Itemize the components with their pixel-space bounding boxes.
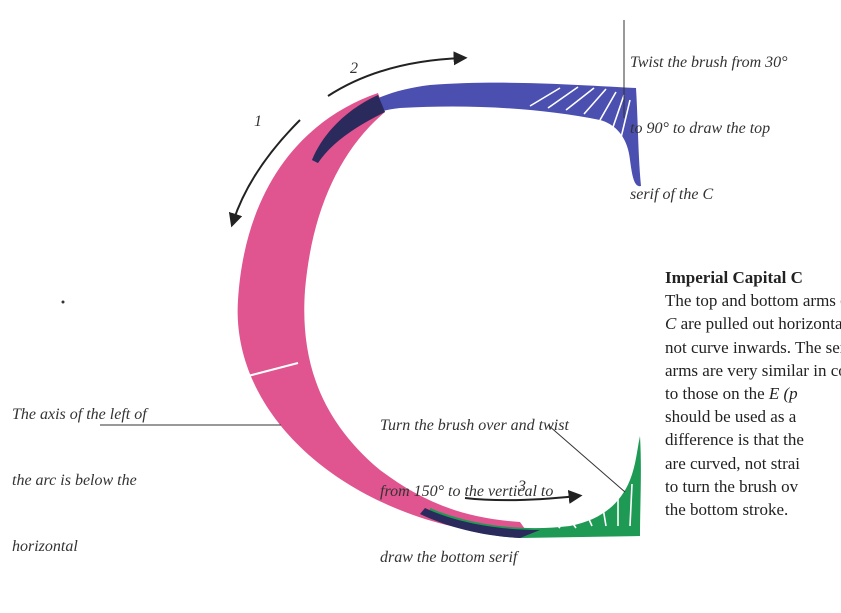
- hatch-line: [583, 507, 593, 527]
- annotation-line: The axis of the left of: [12, 406, 147, 423]
- body-line-text: the bottom stroke.: [665, 500, 789, 520]
- hatch-line: [629, 483, 633, 527]
- body-line: The top and bottom arms of the: [665, 289, 841, 312]
- green-bottom-stroke: [430, 436, 641, 538]
- hatch-line: [547, 515, 561, 529]
- blue-top-stroke: [312, 82, 641, 187]
- leader-bottom-serif: [547, 424, 626, 493]
- body-line-italic: E (p: [768, 384, 798, 404]
- body-line: are curved, not strai: [665, 452, 841, 475]
- annotation-left-axis: The axis of the left of the arc is below…: [12, 360, 147, 602]
- pink-arc-stroke: [237, 93, 530, 536]
- hatch-line: [529, 87, 561, 107]
- annotation-bottom-serif: Turn the brush over and twist from 150° …: [380, 371, 569, 613]
- body-line: not curve inwards. The serifs on the: [665, 336, 841, 359]
- step-number-3: 3: [518, 478, 526, 495]
- arrow-step-1: [228, 119, 301, 228]
- annotation-line: Turn the brush over and twist: [380, 417, 569, 434]
- bottom-serif-hatching: [547, 483, 633, 529]
- annotation-line: draw the bottom serif: [380, 549, 518, 566]
- body-line-text: are curved, not strai: [665, 453, 800, 473]
- annotation-line: to 90° to draw the top: [630, 120, 771, 137]
- body-line-text: difference is that the: [665, 430, 804, 450]
- letter-c-illustration: [61, 20, 641, 538]
- body-line: arms are very similar in construction: [665, 359, 841, 382]
- hatch-line: [611, 94, 625, 131]
- hatch-line: [599, 91, 617, 121]
- body-line: should be used as a: [665, 405, 841, 428]
- body-line-text: are pulled out horizontally and do: [680, 314, 841, 334]
- step-number-2: 2: [350, 60, 358, 77]
- letter-c-diagram: 1 2 3 Twist the brush from 30° to 90° to…: [12, 8, 841, 566]
- arrow-step-2: [327, 51, 468, 97]
- hatch-line: [547, 86, 579, 109]
- body-line: to those on the E (p: [665, 382, 841, 405]
- top-serif-hatching: [529, 86, 631, 143]
- annotation-top-serif: Twist the brush from 30° to 90° to draw …: [630, 8, 788, 250]
- stray-dot: [61, 300, 65, 304]
- body-line-text: arms are very similar in construction: [665, 360, 841, 380]
- top-overlap-shade: [312, 95, 385, 163]
- body-line-text: should be used as a: [665, 407, 797, 427]
- body-line: to turn the brush ov: [665, 475, 841, 498]
- annotation-line: from 150° to the vertical to: [380, 483, 554, 500]
- annotation-line: horizontal: [12, 538, 78, 555]
- hatch-line: [565, 87, 595, 111]
- axis-line: [247, 362, 299, 377]
- hatch-line: [583, 88, 607, 115]
- arrow-step-3: [464, 489, 583, 504]
- hatch-line: [601, 501, 607, 527]
- hatch-line: [619, 99, 631, 143]
- bottom-overlap-shade: [420, 508, 540, 538]
- body-line-text: not curve inwards. The serifs on the: [665, 337, 841, 357]
- body-line: the bottom stroke.: [665, 498, 841, 521]
- body-line-text: to turn the brush ov: [665, 476, 799, 496]
- body-heading: Imperial Capital C: [665, 268, 803, 287]
- body-line: C are pulled out horizontally and do: [665, 312, 841, 335]
- body-text: Imperial Capital C The top and bottom ar…: [665, 266, 841, 521]
- step-number-1: 1: [254, 113, 262, 130]
- hatch-line: [565, 513, 577, 529]
- annotation-line: serif of the C: [630, 186, 714, 203]
- body-line-italic: C: [665, 314, 677, 334]
- body-line-text: to those on the: [665, 384, 769, 404]
- body-line: difference is that the: [665, 428, 841, 451]
- annotation-line: the arc is below the: [12, 472, 137, 489]
- body-line-text: The top and bottom arms of the: [665, 291, 841, 311]
- annotation-line: Twist the brush from 30°: [630, 54, 788, 71]
